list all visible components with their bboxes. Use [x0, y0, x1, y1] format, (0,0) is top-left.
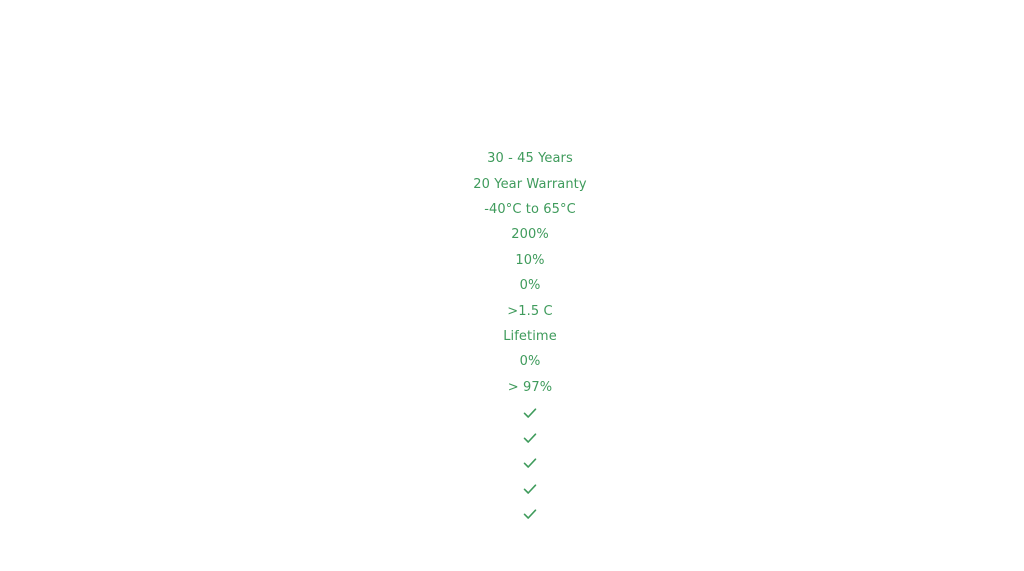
value-9: 0% [519, 354, 541, 370]
warranty-value: 20 Year Warranty [473, 176, 587, 192]
value-cell-9: 0% [430, 349, 630, 374]
check-cell-4 [430, 476, 630, 501]
value-cell-lifespan: 30 - 45 Years [430, 146, 630, 171]
check-icon [523, 484, 537, 494]
comparison-value-column: 30 - 45 Years 20 Year Warranty -40°C to … [430, 146, 630, 527]
value-4: 200% [511, 227, 549, 243]
check-cell-5 [430, 501, 630, 526]
value-5: 10% [515, 252, 545, 268]
value-cell-temperature-range: -40°C to 65°C [430, 197, 630, 222]
lifespan-value: 30 - 45 Years [487, 151, 573, 167]
value-cell-warranty: 20 Year Warranty [430, 171, 630, 196]
value-cell-6: 0% [430, 273, 630, 298]
value-8: Lifetime [503, 328, 557, 344]
temperature-range-value: -40°C to 65°C [484, 201, 576, 217]
check-icon [523, 458, 537, 469]
check-cell-3 [430, 451, 630, 476]
check-icon [523, 509, 537, 519]
check-cell-1 [430, 400, 630, 425]
value-cell-10: > 97% [430, 375, 630, 400]
value-cell-8: Lifetime [430, 324, 630, 349]
value-10: > 97% [507, 379, 553, 395]
value-cell-7: >1.5 C [430, 298, 630, 323]
check-cell-2 [430, 425, 630, 450]
check-icon [523, 407, 537, 418]
value-cell-5: 10% [430, 248, 630, 273]
value-cell-4: 200% [430, 222, 630, 247]
check-icon [523, 433, 537, 443]
value-6: 0% [519, 278, 541, 294]
value-7: >1.5 C [507, 303, 553, 319]
